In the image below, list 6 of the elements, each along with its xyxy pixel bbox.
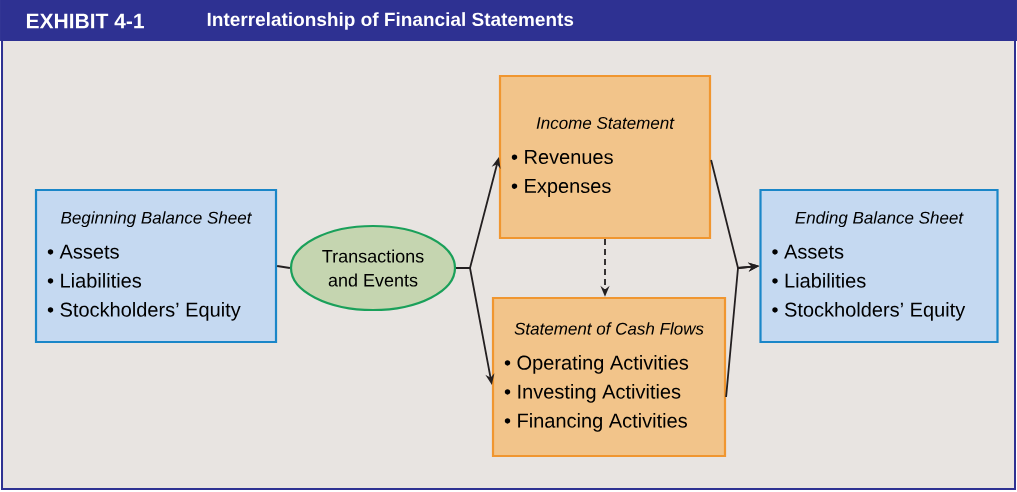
balance-sheet-box: Beginning Balance Sheet • Assets • Liabilities • Stockholders’ Equity <box>34 188 278 344</box>
statement-box: Statement of Cash Flows • Operating Activities • Investing Activities • Financing Activities <box>491 296 727 458</box>
title: Interrelationship of Financial Statements <box>207 12 574 30</box>
statement-box: Income Statement • Revenues • Expenses <box>498 74 712 240</box>
exhibit-number: EXHIBIT 4-1 <box>26 13 144 29</box>
balance-sheet-box: Ending Balance Sheet • Assets • Liabilities • Stockholders’ Equity <box>759 188 999 344</box>
